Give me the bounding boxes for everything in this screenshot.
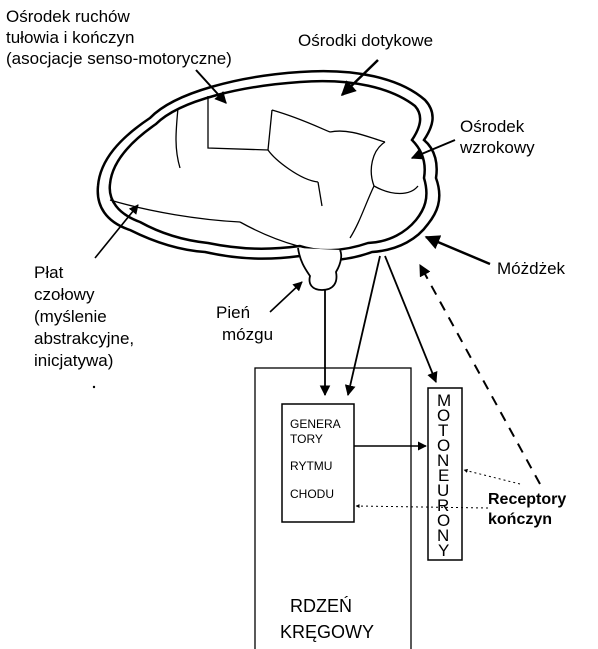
path-cerebellum-to-motoneurons — [385, 256, 436, 382]
path-cerebellum-to-generators — [348, 256, 380, 395]
arrow-cerebellum — [426, 237, 490, 264]
brain-outer-outline — [98, 71, 440, 260]
label-cerebellum: Móżdżek — [497, 259, 566, 278]
svg-text:Ośrodek ruchów: Ośrodek ruchów — [6, 7, 130, 26]
svg-text:TORY: TORY — [290, 432, 323, 446]
svg-text:Ośrodek: Ośrodek — [460, 117, 525, 136]
svg-text:GENERA: GENERA — [290, 417, 341, 431]
svg-text:(myślenie: (myślenie — [34, 307, 107, 326]
svg-text:kończyn: kończyn — [488, 511, 552, 528]
label-touch-centers: Ośrodki dotykowe — [298, 31, 433, 50]
arrow-touch-centers — [342, 60, 378, 95]
svg-text:(asocjacje senso-motoryczne): (asocjacje senso-motoryczne) — [6, 49, 232, 68]
svg-text:inicjatywa): inicjatywa) — [34, 351, 113, 370]
svg-text:tułowia i kończyn: tułowia i kończyn — [6, 28, 135, 47]
svg-text:RYTMU: RYTMU — [290, 459, 332, 473]
svg-text:Receptory: Receptory — [488, 491, 566, 508]
path-receptors-to-motoneurons — [464, 470, 520, 484]
path-receptors-to-generators — [356, 506, 488, 508]
svg-text:abstrakcyjne,: abstrakcyjne, — [34, 329, 134, 348]
svg-text:CHODU: CHODU — [290, 487, 334, 501]
brain-internal-lines — [110, 96, 418, 246]
label-motoneurons: M O T O N E U R O N Y — [437, 391, 451, 560]
label-brainstem: Pień mózgu — [216, 303, 273, 344]
svg-text:RDZEŃ: RDZEŃ — [290, 596, 352, 616]
svg-text:czołowy: czołowy — [34, 285, 95, 304]
svg-text:KRĘGOWY: KRĘGOWY — [280, 622, 374, 642]
arrow-motor-center — [196, 70, 226, 103]
label-motor-center: Ośrodek ruchów tułowia i kończyn (asocja… — [6, 7, 232, 68]
svg-text:wzrokowy: wzrokowy — [459, 138, 535, 157]
svg-text:Y: Y — [438, 541, 449, 560]
svg-text:Płat: Płat — [34, 263, 64, 282]
label-spinal-cord: RDZEŃ KRĘGOWY — [280, 596, 374, 642]
brain-inner-outline — [110, 81, 427, 250]
brainstem-shape — [298, 248, 341, 290]
svg-text:Pień: Pień — [216, 303, 250, 322]
arrow-brainstem — [270, 282, 302, 312]
label-frontal-lobe: Płat czołowy (myślenie abstrakcyjne, ini… — [34, 263, 134, 370]
label-visual-center: Ośrodek wzrokowy — [459, 117, 535, 157]
svg-text:mózgu: mózgu — [222, 325, 273, 344]
stray-dot — [93, 386, 95, 388]
label-receptors: Receptory kończyn — [488, 491, 566, 528]
